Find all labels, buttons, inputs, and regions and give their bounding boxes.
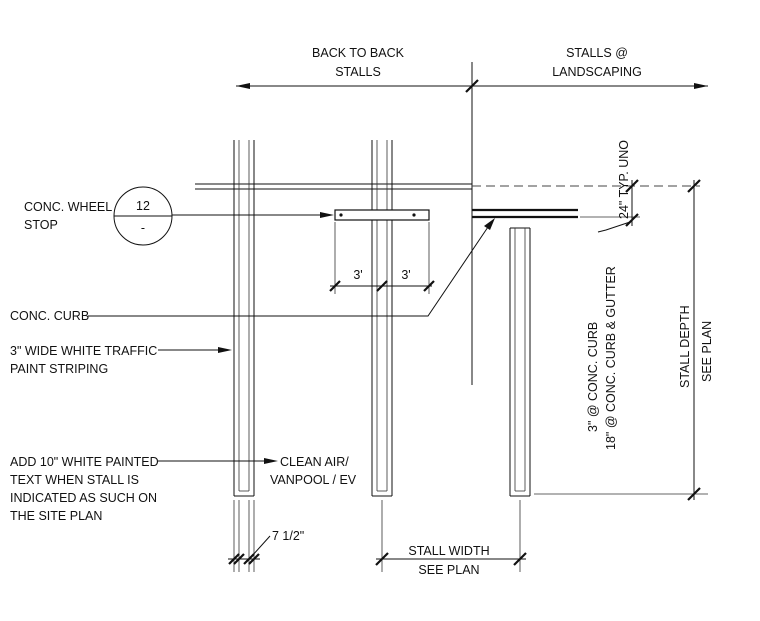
stall-width-label-line1: STALL WIDTH — [408, 544, 489, 558]
stall-width-label-line2: SEE PLAN — [418, 563, 479, 577]
painted-text-label-line3: INDICATED AS SUCH ON — [10, 491, 157, 505]
dim-3ft-right: 3' — [401, 268, 410, 282]
typ-uno-label: 24" TYP. UNO — [617, 140, 631, 219]
wheel-stop-label-line2: STOP — [24, 218, 58, 232]
back-to-back-label-line1: BACK TO BACK — [312, 46, 405, 60]
clean-air-label-line1: CLEAN AIR/ — [280, 455, 349, 469]
detail-number: 12 — [136, 199, 150, 213]
detail-sheet: - — [141, 221, 145, 235]
paint-stripe-2 — [371, 140, 393, 497]
top-dimension-line — [236, 62, 708, 385]
painted-text-label-line4: THE SITE PLAN — [10, 509, 102, 523]
conc-curb-leader — [88, 226, 489, 317]
concrete-curb — [472, 208, 578, 219]
typ-uno-dimension — [580, 179, 640, 233]
clean-air-label-line2: VANPOOL / EV — [270, 473, 357, 487]
dim-7-half-inch: 7 1/2" — [272, 529, 304, 543]
stall-depth-label-line1: STALL DEPTH — [678, 305, 692, 388]
curb-face-line — [195, 183, 700, 190]
curb-note-line2: 18" @ CONC. CURB & GUTTER — [604, 266, 618, 450]
three-foot-dimensions — [329, 222, 435, 294]
back-to-back-label-line2: STALLS — [335, 65, 381, 79]
paint-stripe-3 — [509, 227, 531, 497]
landscaping-label-line1: STALLS @ — [566, 46, 628, 60]
stall-depth-dimension — [534, 179, 708, 501]
wheel-stop-label-line1: CONC. WHEEL — [24, 200, 112, 214]
stall-width-dimension — [375, 500, 527, 572]
dim-3ft-left: 3' — [353, 268, 362, 282]
detail-callout-bubble — [113, 186, 173, 246]
curb-note-line1: 3" @ CONC. CURB — [586, 322, 600, 432]
landscaping-label-line2: LANDSCAPING — [552, 65, 642, 79]
striping-label-line1: 3" WIDE WHITE TRAFFIC — [10, 344, 157, 358]
conc-curb-label: CONC. CURB — [10, 309, 89, 323]
stall-depth-label-line2: SEE PLAN — [700, 321, 714, 382]
painted-text-label-line2: TEXT WHEN STALL IS — [10, 473, 139, 487]
wheel-stop — [334, 209, 430, 221]
painted-text-label-line1: ADD 10" WHITE PAINTED — [10, 455, 159, 469]
seven-half-inch-dimension — [228, 500, 271, 572]
paint-stripe-1 — [233, 140, 255, 497]
striping-label-line2: PAINT STRIPING — [10, 362, 108, 376]
